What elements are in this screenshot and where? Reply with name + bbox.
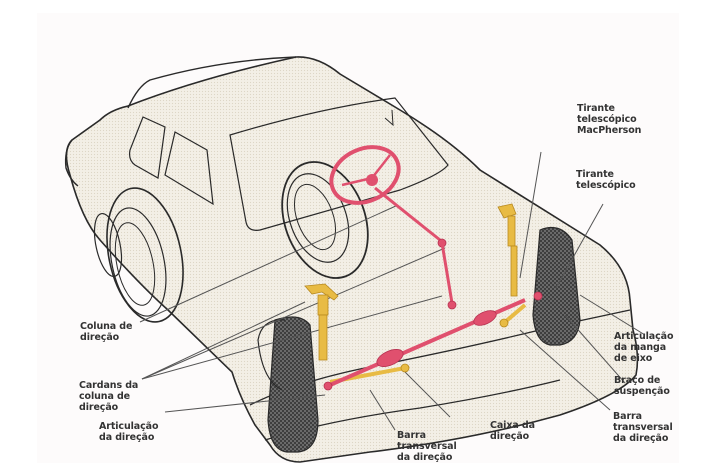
label-caixa-direcao: Caixa da direção [490, 420, 535, 442]
rear-window-1 [128, 116, 166, 179]
rack-boot-left [376, 349, 404, 367]
car-roof-line [127, 56, 297, 109]
windshield [229, 97, 449, 231]
label-tirante-macpherson: Tirante telescópico MacPherson [577, 103, 642, 136]
steering-system [323, 145, 543, 391]
steering-wheel [329, 145, 401, 205]
rear-left-wheel [93, 187, 184, 323]
front-left-tire [267, 316, 319, 453]
right-suspension-strut [497, 203, 527, 328]
label-barra-transversal-right: Barra transversal da direção [613, 411, 673, 444]
label-barra-transversal-left: Barra transversal da direção [397, 430, 457, 463]
rear-right-wheel [281, 161, 369, 279]
windshield-detail [384, 109, 394, 127]
label-cardans: Cardans da coluna de direção [79, 380, 139, 413]
label-articulacao-direcao: Articulação da direção [99, 421, 159, 443]
front-left-tire-rim [257, 319, 286, 391]
leader-lines [139, 151, 646, 431]
label-coluna-direcao: Coluna de direção [80, 321, 133, 343]
label-tirante-telescopico: Tirante telescópico [576, 169, 636, 191]
car-body [65, 56, 639, 463]
rack-boot-right [473, 310, 497, 326]
label-braco-suspensao: Braço de suspenção [614, 375, 670, 397]
steering-column [374, 186, 441, 242]
label-articulacao-manga: Articulação da manga de eixo [614, 331, 674, 364]
car-rear [64, 139, 79, 187]
rear-window-2 [164, 131, 214, 206]
